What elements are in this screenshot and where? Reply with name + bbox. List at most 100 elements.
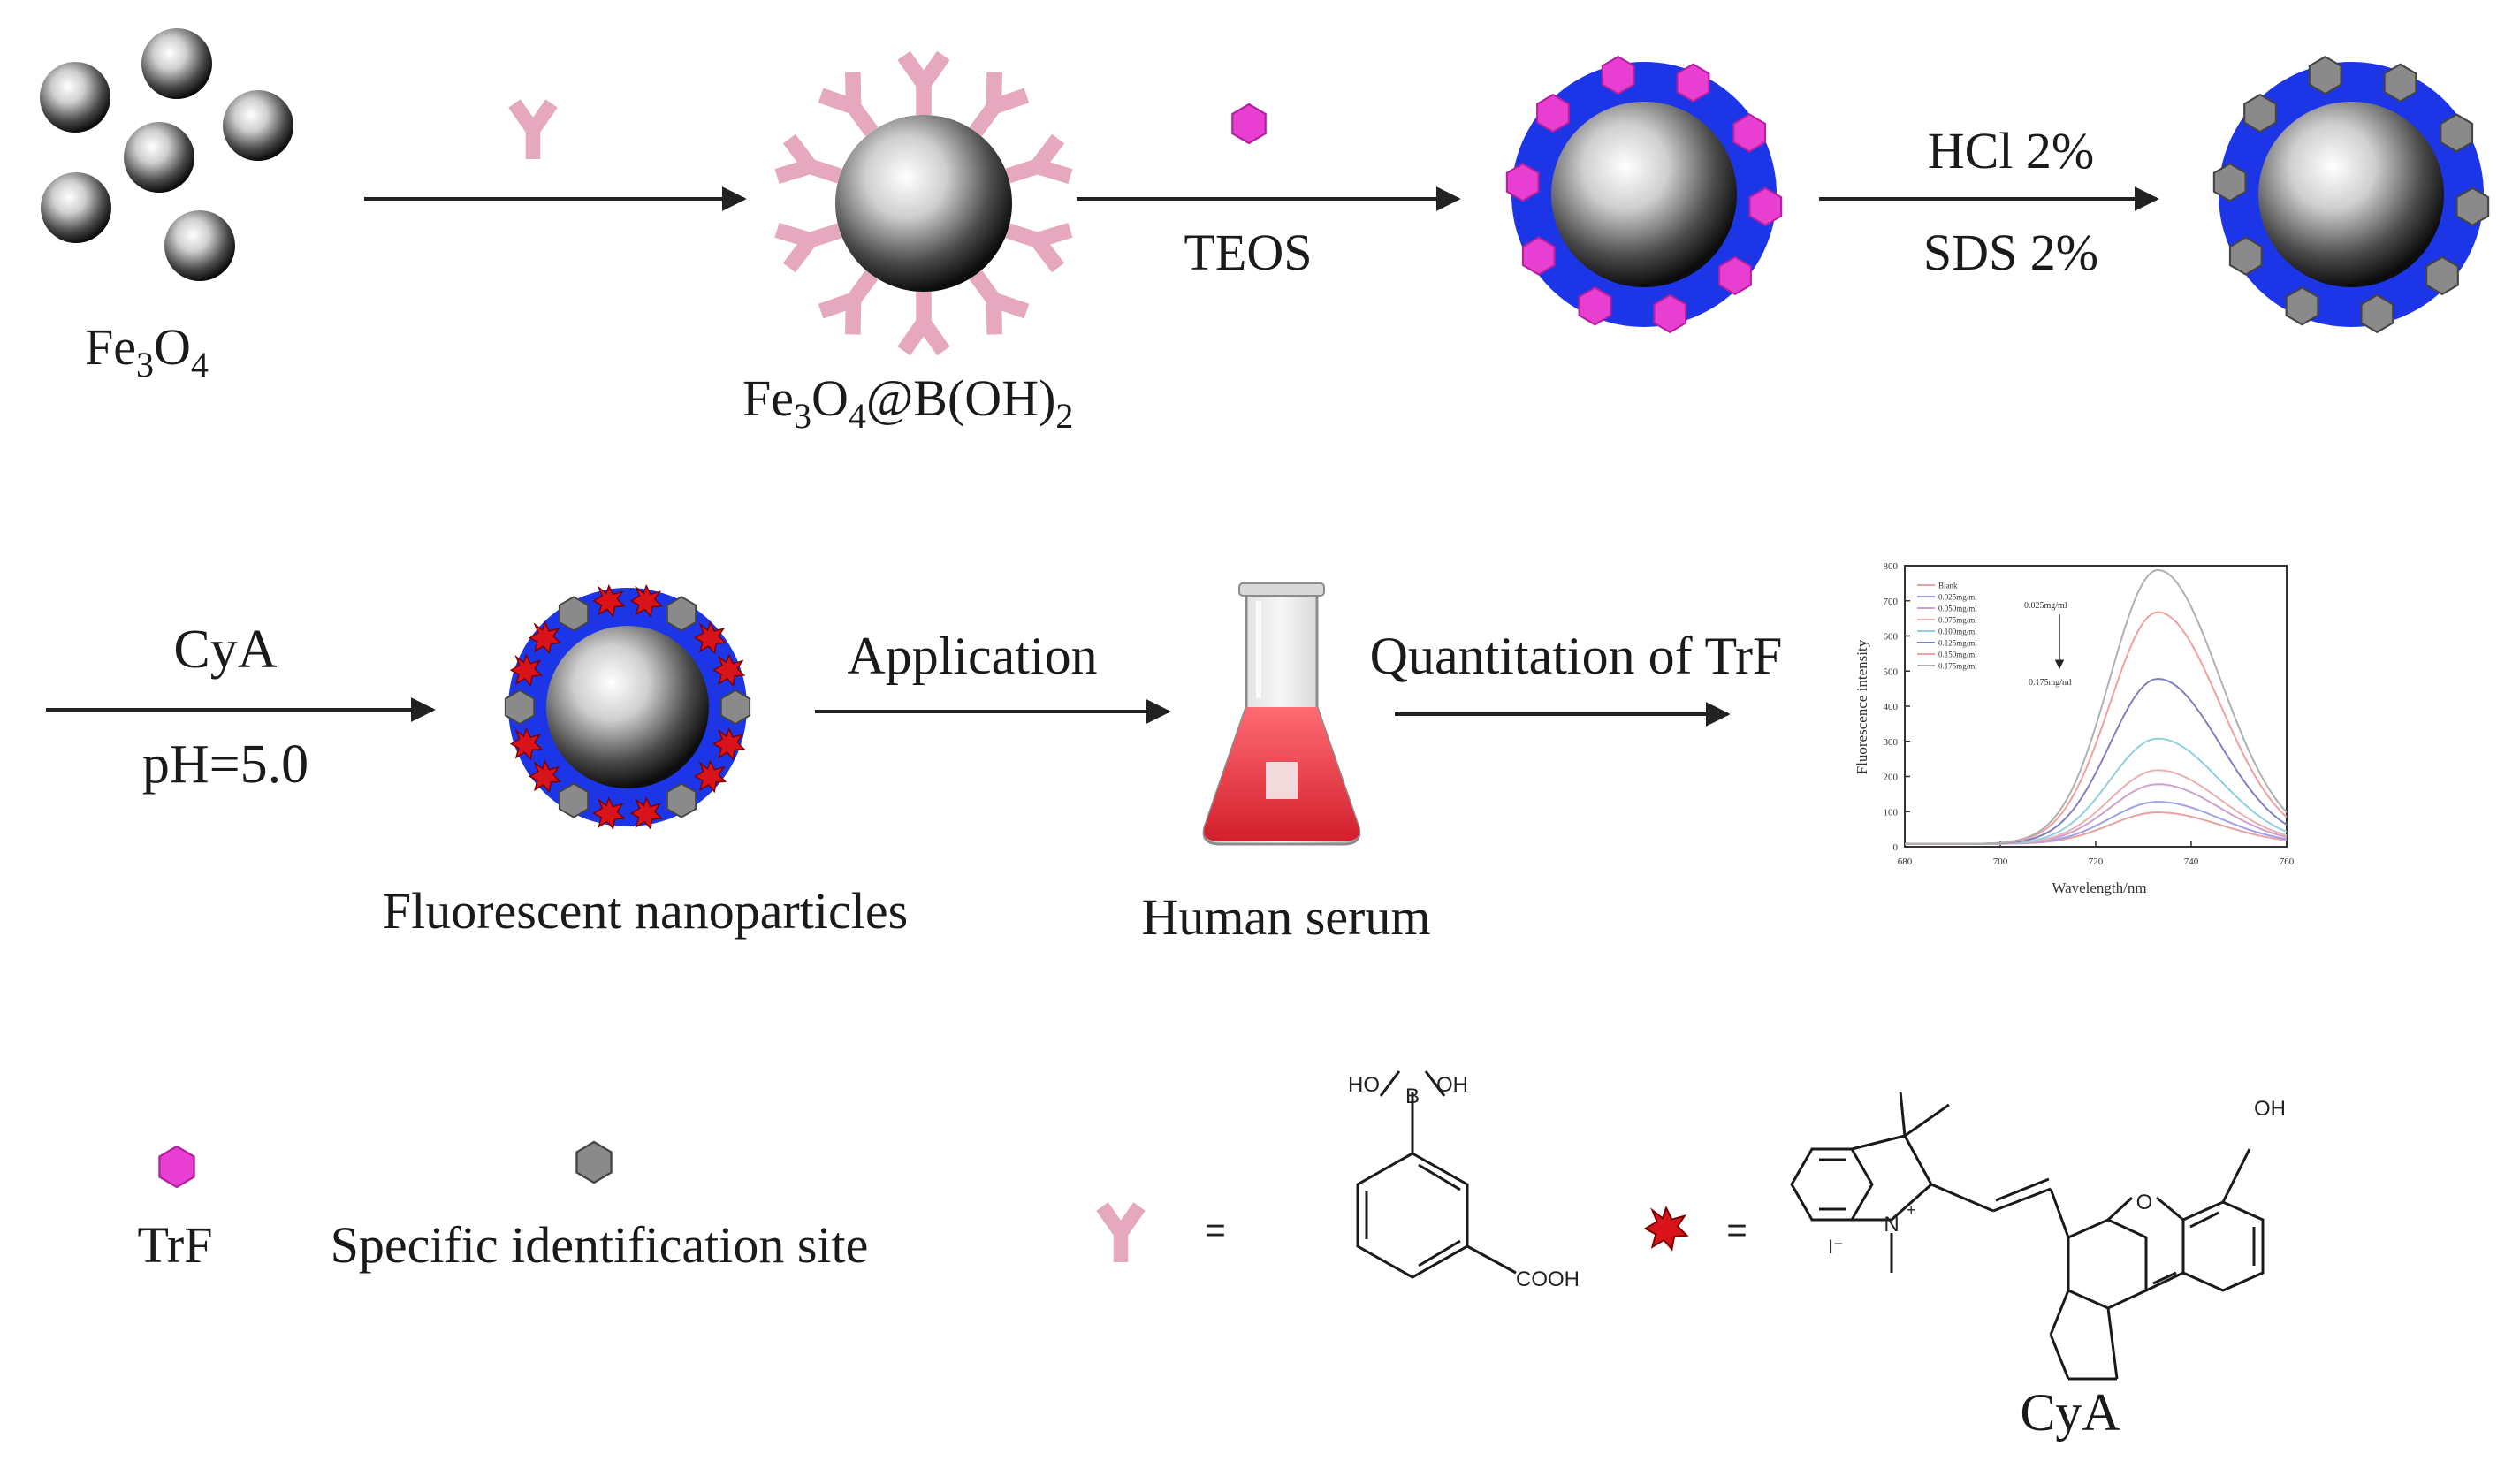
boronic-ligand-icon [904, 292, 944, 351]
boronic-cooh-label: COOH [1516, 1267, 1580, 1291]
site-hexagon-icon [2308, 56, 2342, 95]
trf-hexagon-icon [1505, 163, 1540, 202]
chart-y-tick-label: 600 [1884, 632, 1899, 643]
chart-y-tick-label: 300 [1884, 737, 1899, 748]
site-hexagon-icon [2285, 286, 2319, 326]
trf-hexagon-icon [158, 1145, 195, 1189]
chart-legend-entry: Blank [1938, 582, 1958, 590]
trf-hexagon-icon [1676, 63, 1710, 103]
chart-legend-entry: 0.175mg/ml [1938, 662, 1977, 671]
site-hexagon-icon [666, 782, 697, 818]
site-hexagon-icon [558, 596, 590, 632]
human-serum-label: Human serum [1142, 888, 1431, 946]
fe3o4-sphere-icon [124, 122, 194, 193]
flask-rim [1238, 582, 1325, 597]
boronic-ligand-icon [1001, 139, 1070, 194]
boronic-ho-label: HO [1348, 1073, 1380, 1097]
trf-hexagon-icon [1732, 113, 1767, 153]
chart-y-tick-label: 100 [1884, 807, 1899, 818]
trf-hexagon-icon [1578, 286, 1612, 326]
site-hexagon-icon [2440, 113, 2474, 153]
chart-x-tick-label: 700 [1993, 856, 2008, 867]
trf-hexagon-icon [1231, 103, 1267, 145]
cya-reagent-label: CyA [173, 620, 277, 680]
boronic-ligand-icon [777, 212, 846, 268]
boronic-ligand-icon [514, 103, 552, 159]
chart-legend-entry: 0.100mg/ml [1938, 628, 1977, 636]
magnetic-core-sphere-icon [2258, 102, 2444, 287]
fe3o4-boronic-particle [777, 56, 1070, 351]
chart-annotation-top: 0.025mg/ml [2024, 601, 2067, 611]
cya-plus-label: + [1907, 1201, 1916, 1219]
ph-label: pH=5.0 [142, 734, 308, 795]
chart-x-tick-label: 760 [2280, 856, 2295, 867]
flask-label-patch [1266, 762, 1298, 799]
trf-hexagon-icon [1601, 56, 1635, 95]
cya-n-label: N [1884, 1213, 1899, 1237]
chart-x-tick-label: 680 [1898, 856, 1913, 867]
fe3o4-sphere-icon [141, 28, 212, 99]
site-hexagon-icon [2212, 163, 2247, 202]
chart-y-tick-label: 400 [1884, 702, 1899, 712]
erlenmeyer-flask-icon [1202, 582, 1361, 846]
cya-iodide-label: I⁻ [1828, 1236, 1844, 1258]
site-hexagon-icon [2228, 236, 2263, 276]
chart-y-tick-label: 500 [1884, 666, 1899, 677]
magnetic-core-sphere-icon [1551, 102, 1737, 287]
boronic-acid-structure [1356, 1070, 1517, 1279]
chart-x-axis-label: Wavelength/nm [2052, 879, 2146, 896]
chart-legend-entry: 0.050mg/ml [1938, 605, 1977, 613]
fe3o4-boronic-label: Fe3O4@B(OH)2 [742, 369, 1073, 436]
chart-x-tick-label: 720 [2089, 856, 2104, 867]
cya-name-label: CyA [2020, 1383, 2120, 1442]
cya-o-label: O [2136, 1191, 2153, 1214]
magnetic-core-sphere-icon [835, 115, 1012, 292]
chart-y-tick-label: 200 [1884, 773, 1899, 783]
fluorescent-nanoparticles-label: Fluorescent nanoparticles [383, 882, 908, 940]
chart-legend-entry: 0.025mg/ml [1938, 593, 1977, 602]
trf-hexagon-icon [1718, 255, 1752, 295]
fe3o4-particle-cluster [40, 28, 293, 281]
site-hexagon-icon [2243, 94, 2277, 133]
magnetic-core-sphere-icon [546, 626, 709, 788]
sds-label: SDS 2% [1923, 224, 2098, 281]
site-hexagon-icon [575, 1140, 613, 1184]
fe3o4-sphere-icon [164, 210, 235, 281]
fe3o4-sphere-icon [41, 172, 111, 243]
trf-hexagon-icon [1536, 94, 1570, 133]
hcl-label: HCl 2% [1928, 122, 2095, 179]
site-hexagon-icon [504, 689, 536, 725]
chart-y-tick-label: 800 [1884, 561, 1899, 572]
trf-hexagon-icon [1653, 293, 1687, 333]
chart-series-line [1905, 568, 2288, 845]
site-hexagon-icon [666, 596, 697, 632]
chart-y-axis-label: Fluorescence intensity [1854, 639, 1870, 774]
legend-trf-label: TrF [138, 1216, 213, 1274]
boronic-ligand-icon [1001, 212, 1070, 268]
fe3o4-label: Fe3O4 [85, 318, 209, 384]
fe3o4-sphere-icon [223, 90, 293, 161]
chart-x-tick-label: 740 [2184, 856, 2199, 867]
cya-star-icon [1644, 1206, 1688, 1251]
site-hexagon-icon [2360, 293, 2394, 333]
imprinted-particle-with-trf [1505, 56, 1783, 333]
chart-legend-entry: 0.150mg/ml [1938, 651, 1977, 659]
site-hexagon-icon [2425, 255, 2459, 295]
site-hexagon-icon [719, 689, 751, 725]
fe3o4-sphere-icon [40, 62, 110, 133]
quantitation-label: Quantitation of TrF [1370, 627, 1783, 685]
boronic-oh-label: OH [1436, 1073, 1468, 1097]
trf-hexagon-icon [1521, 236, 1556, 276]
teos-label: TEOS [1184, 224, 1313, 281]
boronic-b-label: B [1405, 1085, 1420, 1108]
legend-equals-ligand: = [1205, 1211, 1225, 1250]
chart-y-tick-label: 700 [1884, 597, 1899, 607]
chart-annotation-bottom: 0.175mg/ml [2029, 678, 2072, 688]
chart-legend-entry: 0.075mg/ml [1938, 616, 1977, 625]
trf-hexagon-icon [1748, 186, 1783, 226]
legend-equals-cya: = [1726, 1211, 1747, 1250]
application-label: Application [847, 627, 1097, 685]
cya-oh-label: OH [2254, 1097, 2286, 1121]
